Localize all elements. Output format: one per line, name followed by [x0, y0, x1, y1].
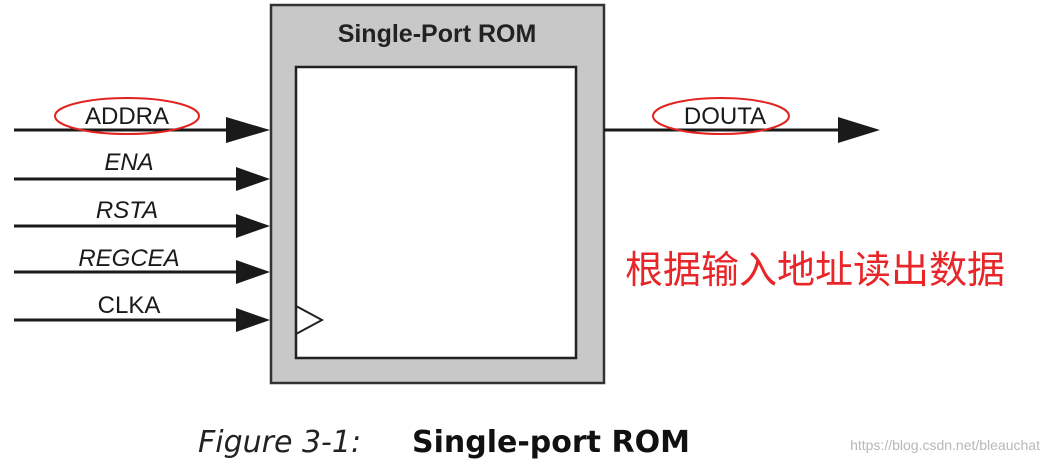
- watermark-text: https://blog.csdn.net/bleauchat: [850, 437, 1040, 453]
- ena-label: ENA: [104, 149, 153, 176]
- regcea-label: REGCEA: [78, 245, 179, 272]
- input-signal-regcea: REGCEA: [14, 245, 270, 284]
- input-signal-ena: ENA: [14, 149, 270, 191]
- clka-arrowhead: [236, 308, 270, 332]
- rom-block-inner: [294, 65, 578, 360]
- addra-arrowhead: [226, 117, 270, 143]
- clka-label: CLKA: [98, 292, 161, 319]
- figure-caption: Figure 3-1: Single-port ROM: [198, 425, 690, 460]
- douta-arrowhead: [838, 117, 880, 143]
- douta-highlight-ellipse: [652, 97, 790, 135]
- douta-label: DOUTA: [684, 103, 766, 130]
- rsta-arrowhead: [236, 214, 270, 238]
- regcea-arrowhead: [236, 260, 270, 284]
- input-signal-rsta: RSTA: [14, 197, 270, 238]
- addra-label: ADDRA: [85, 103, 169, 130]
- rsta-label: RSTA: [96, 197, 158, 224]
- addra-highlight-ellipse: [54, 97, 200, 135]
- annotation-text: 根据输入地址读出数据: [625, 248, 1005, 292]
- input-signal-addra: ADDRA: [14, 97, 270, 143]
- rom-block-title: Single-Port ROM: [338, 20, 537, 48]
- ena-arrowhead: [236, 167, 270, 191]
- figure-title: Single-port ROM: [412, 425, 690, 460]
- figure-number: Figure 3-1:: [198, 425, 361, 460]
- clock-edge-marker: [295, 305, 325, 335]
- output-signal-douta: DOUTA: [604, 97, 880, 143]
- input-signal-clka: CLKA: [14, 292, 270, 332]
